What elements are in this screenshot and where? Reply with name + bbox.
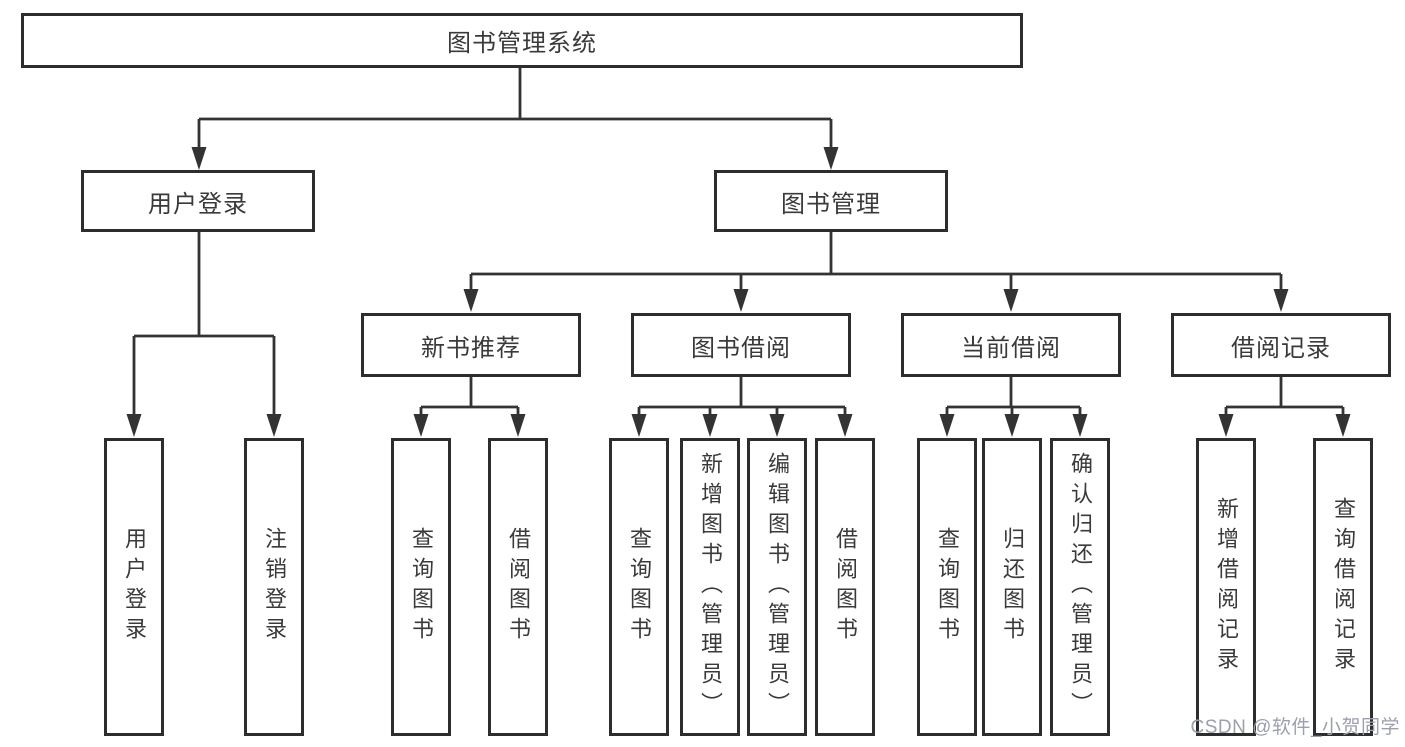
node-book-management-label: 图书管理 xyxy=(781,190,881,218)
node-current-borrow-label: 当前借阅 xyxy=(961,334,1061,362)
leaf-edit-book-admin: 编辑图书（管理员） xyxy=(747,438,807,736)
arrow-down-icon xyxy=(769,414,785,437)
leaf-borrow-book-label: 借阅图书 xyxy=(833,527,858,647)
arrow-down-icon xyxy=(266,414,282,437)
arrow-down-icon xyxy=(733,289,749,312)
connector-book-borrow-to-leaves xyxy=(631,377,853,437)
leaf-query-borrow-record-label: 查询借阅记录 xyxy=(1331,497,1356,677)
leaf-query-book-borrow: 查询图书 xyxy=(609,438,669,736)
node-borrow-records: 借阅记录 xyxy=(1171,313,1391,377)
leaf-logout-login: 注销登录 xyxy=(244,438,304,736)
connector-new-book-to-leaves xyxy=(413,377,526,437)
node-system-root-label: 图书管理系统 xyxy=(447,30,597,57)
connector-root-to-level2 xyxy=(191,68,839,170)
leaf-user-login-label: 用户登录 xyxy=(122,527,147,647)
leaf-query-borrow-record: 查询借阅记录 xyxy=(1313,438,1373,736)
arrow-down-icon xyxy=(1072,414,1088,437)
leaf-confirm-return-admin: 确认归还（管理员） xyxy=(1050,438,1110,736)
arrow-down-icon xyxy=(1335,414,1351,437)
node-new-book-recommend-label: 新书推荐 xyxy=(421,334,521,362)
leaf-borrow-book-recommend-label: 借阅图书 xyxy=(506,527,531,647)
leaf-query-book-recommend: 查询图书 xyxy=(391,438,451,736)
connector-current-borrow-to-leaves xyxy=(939,377,1088,437)
arrow-down-icon xyxy=(1273,289,1289,312)
leaf-query-book-current-label: 查询图书 xyxy=(935,527,960,647)
leaf-return-book-label: 归还图书 xyxy=(1000,527,1025,647)
arrow-down-icon xyxy=(823,147,839,170)
leaf-query-book-borrow-label: 查询图书 xyxy=(627,527,652,647)
node-current-borrow: 当前借阅 xyxy=(901,313,1121,377)
node-system-root: 图书管理系统 xyxy=(21,13,1023,68)
leaf-add-book-admin-label: 新增图书（管理员） xyxy=(698,452,723,722)
leaf-borrow-book: 借阅图书 xyxy=(815,438,875,736)
csdn-watermark: CSDN @软件_小贺同学 xyxy=(1190,717,1400,738)
leaf-borrow-book-recommend: 借阅图书 xyxy=(488,438,548,736)
leaf-logout-login-label: 注销登录 xyxy=(262,527,287,647)
node-book-management: 图书管理 xyxy=(714,170,948,232)
arrow-down-icon xyxy=(939,414,955,437)
node-book-borrow: 图书借阅 xyxy=(631,313,851,377)
arrow-down-icon xyxy=(413,414,429,437)
leaf-confirm-return-admin-label: 确认归还（管理员） xyxy=(1068,452,1093,722)
connector-book-management-to-level3 xyxy=(463,232,1289,312)
node-new-book-recommend: 新书推荐 xyxy=(361,313,581,377)
arrow-down-icon xyxy=(126,414,142,437)
arrow-down-icon xyxy=(1003,289,1019,312)
arrow-down-icon xyxy=(837,414,853,437)
arrow-down-icon xyxy=(1004,414,1020,437)
leaf-query-book-current: 查询图书 xyxy=(917,438,977,736)
node-user-login: 用户登录 xyxy=(81,170,315,232)
arrow-down-icon xyxy=(463,289,479,312)
leaf-user-login: 用户登录 xyxy=(104,438,164,736)
arrow-down-icon xyxy=(1218,414,1234,437)
arrow-down-icon xyxy=(702,414,718,437)
node-user-login-label: 用户登录 xyxy=(148,190,248,218)
leaf-add-borrow-record-label: 新增借阅记录 xyxy=(1214,497,1239,677)
connector-user-login-to-leaves xyxy=(126,232,282,437)
connector-borrow-records-to-leaves xyxy=(1218,377,1351,437)
leaf-add-borrow-record: 新增借阅记录 xyxy=(1196,438,1256,736)
leaf-return-book: 归还图书 xyxy=(982,438,1042,736)
arrow-down-icon xyxy=(510,414,526,437)
leaf-query-book-recommend-label: 查询图书 xyxy=(409,527,434,647)
arrow-down-icon xyxy=(191,147,207,170)
arrow-down-icon xyxy=(631,414,647,437)
leaf-edit-book-admin-label: 编辑图书（管理员） xyxy=(765,452,790,722)
node-borrow-records-label: 借阅记录 xyxy=(1231,334,1331,362)
leaf-add-book-admin: 新增图书（管理员） xyxy=(680,438,740,736)
node-book-borrow-label: 图书借阅 xyxy=(691,334,791,362)
